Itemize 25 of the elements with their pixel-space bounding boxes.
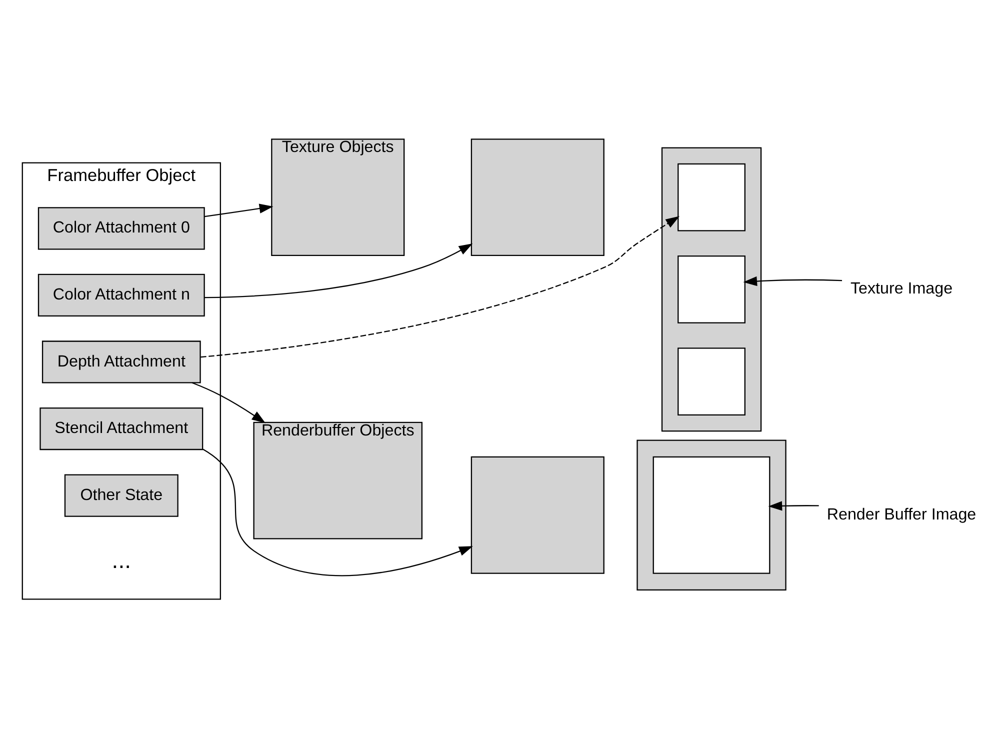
node-box — [678, 162, 746, 231]
arrow — [743, 276, 842, 286]
node-box — [652, 456, 770, 574]
node-box — [678, 347, 746, 416]
node-box: Renderbuffer Objects — [253, 421, 422, 539]
arrow — [204, 203, 274, 217]
cluster — [661, 146, 762, 432]
node-text: Texture Image — [850, 279, 953, 298]
node-box: Other State — [64, 474, 178, 516]
arrow — [200, 216, 680, 358]
label: ... — [112, 546, 131, 573]
arrow — [202, 448, 473, 576]
node-box: Depth Attachment — [42, 340, 201, 383]
arrow — [192, 382, 266, 423]
node-box — [470, 138, 604, 256]
node-box: Color Attachment 0 — [38, 206, 205, 250]
node-box: Texture Objects — [271, 138, 405, 256]
cluster — [636, 439, 786, 590]
arrow — [768, 500, 819, 510]
node-box: Stencil Attachment — [40, 406, 204, 450]
node-text: Render Buffer Image — [826, 504, 976, 523]
arrow — [204, 243, 473, 298]
node-box — [470, 456, 604, 574]
node-box — [678, 254, 746, 323]
node-box: Color Attachment n — [38, 273, 205, 316]
